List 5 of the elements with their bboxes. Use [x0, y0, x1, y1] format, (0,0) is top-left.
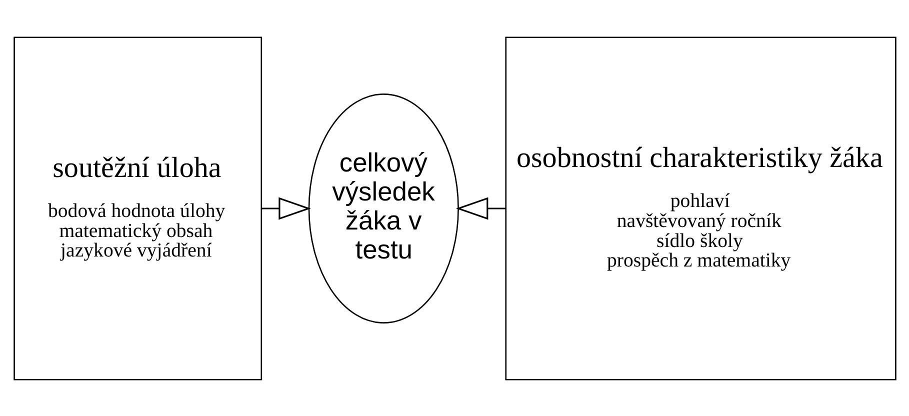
- node-ellipse: celkový výsledek žáka v testu: [308, 93, 458, 323]
- node-box: osobnostní charakteristiky žáka pohlaví navštěvovaný ročník sídlo školy prospěch z matematiky: [504, 36, 896, 380]
- node-box: soutěžní úloha bodová hodnota úlohy matematický obsah jazykové vyjádření: [13, 36, 262, 380]
- arrow: [260, 196, 310, 220]
- arrow: [455, 196, 506, 220]
